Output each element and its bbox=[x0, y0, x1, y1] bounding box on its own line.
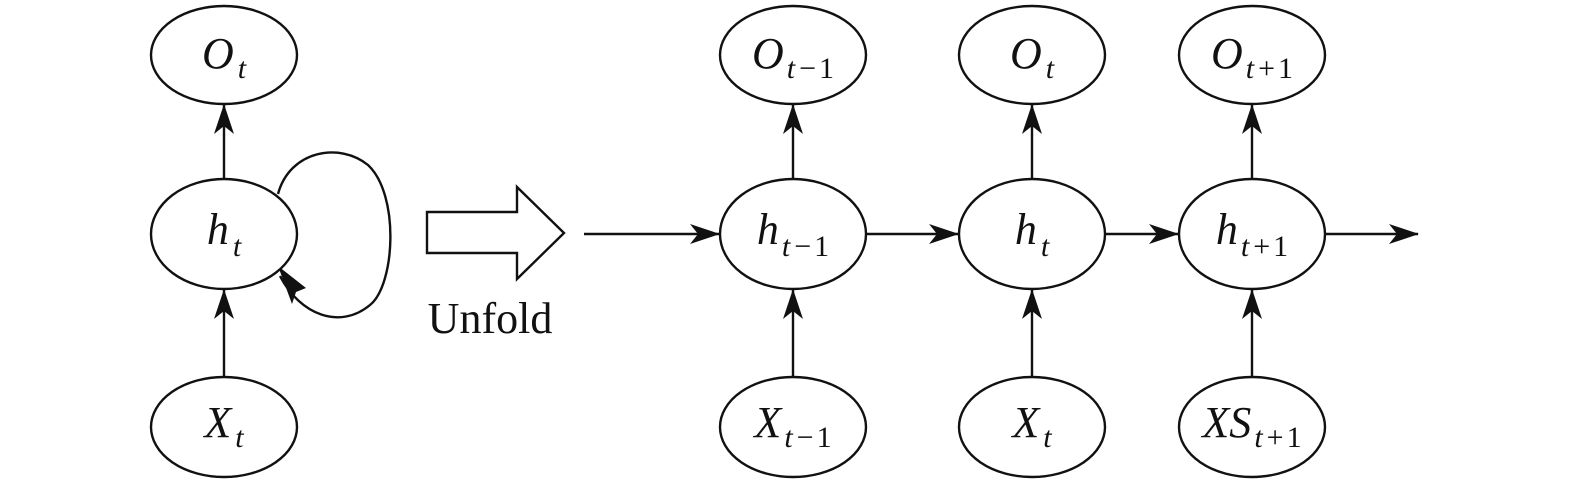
svg-text:ht+1: ht+1 bbox=[1216, 205, 1288, 263]
svg-text:Ot: Ot bbox=[202, 29, 247, 85]
svg-text:Xt: Xt bbox=[1010, 398, 1052, 454]
node-hidden-main: h bbox=[207, 205, 229, 254]
svg-text:Xt−1: Xt−1 bbox=[752, 398, 831, 454]
unfold-hollow-arrow bbox=[425, 184, 566, 282]
node-input-sub: t bbox=[235, 421, 244, 454]
svg-text:Xt: Xt bbox=[202, 398, 244, 454]
node-output-sub: t bbox=[238, 52, 247, 85]
svg-text:ht: ht bbox=[207, 205, 242, 263]
svg-text:Ot+1: Ot+1 bbox=[1211, 29, 1293, 85]
unfold-label: Unfold bbox=[428, 294, 553, 343]
svg-text:ht−1: ht−1 bbox=[757, 205, 829, 263]
svg-text:ht: ht bbox=[1015, 205, 1050, 263]
node-hidden-sub: t bbox=[233, 230, 242, 263]
unfold-group: Unfold bbox=[425, 184, 566, 343]
recurrent-loop-arrow bbox=[276, 151, 392, 319]
svg-text:XSt+1: XSt+1 bbox=[1200, 398, 1301, 454]
node-input-main: X bbox=[202, 398, 233, 447]
recurrent-loop-arrowhead bbox=[278, 266, 306, 304]
svg-text:Ot: Ot bbox=[1010, 29, 1055, 85]
node-output-main: O bbox=[202, 29, 234, 78]
svg-text:Ot−1: Ot−1 bbox=[752, 29, 834, 85]
